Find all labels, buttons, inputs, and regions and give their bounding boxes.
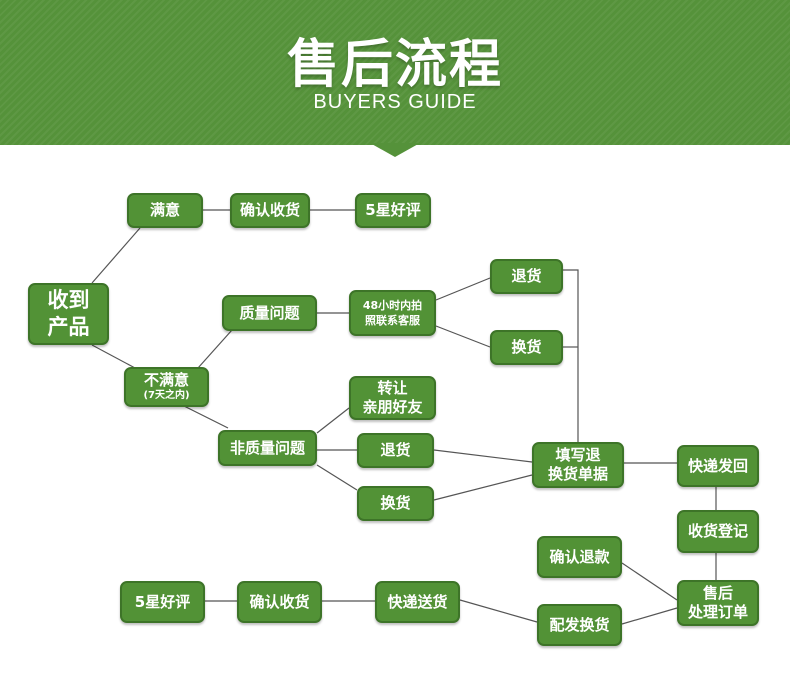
node-ship-exchange: 配发换货 bbox=[537, 604, 622, 646]
link-contact-exchange bbox=[435, 325, 491, 348]
node-satisfied: 满意 bbox=[127, 193, 203, 228]
node-quality-issue: 质量问题 bbox=[222, 295, 317, 331]
link-nonquality-transfer bbox=[316, 407, 350, 434]
link-nonquality-exchange bbox=[316, 464, 358, 491]
node-exchange-top: 换货 bbox=[490, 330, 563, 365]
link-unsatisfied-nonquality bbox=[179, 403, 229, 429]
node-express-return: 快递发回 bbox=[677, 445, 759, 487]
node-confirm-refund: 确认退款 bbox=[537, 536, 622, 578]
node-fill-return-form: 填写退 换货单据 bbox=[532, 442, 624, 488]
node-express-delivery: 快递送货 bbox=[375, 581, 460, 623]
link-return-fill bbox=[563, 269, 579, 446]
node-receive-product: 收到 产品 bbox=[28, 283, 109, 345]
banner-notch bbox=[370, 143, 420, 157]
link-contact-return bbox=[435, 277, 491, 301]
page-subtitle: BUYERS GUIDE bbox=[313, 91, 477, 113]
node-confirm-receipt-bottom: 确认收货 bbox=[237, 581, 322, 623]
node-five-star-top: 5星好评 bbox=[355, 193, 431, 228]
node-contact-support: 48小时内拍 照联系客服 bbox=[349, 290, 436, 336]
node-return-mid: 退货 bbox=[357, 433, 434, 468]
link-unsatisfied-quality bbox=[197, 329, 233, 369]
link-receive-satisfied bbox=[91, 227, 141, 284]
link-exchangemid-fill bbox=[433, 474, 533, 501]
link-shipexchange-expresssend bbox=[459, 599, 538, 623]
node-confirm-receipt-top: 确认收货 bbox=[230, 193, 310, 228]
link-shipexchange-aftersale bbox=[621, 607, 678, 625]
node-return-top: 退货 bbox=[490, 259, 563, 294]
node-unsatisfied: 不满意 (7天之内) bbox=[124, 367, 209, 407]
node-transfer-friends: 转让 亲朋好友 bbox=[349, 376, 436, 420]
header-banner: 售后流程 BUYERS GUIDE bbox=[0, 0, 790, 145]
link-returnmid-fill bbox=[433, 449, 533, 463]
node-five-star-bottom: 5星好评 bbox=[120, 581, 205, 623]
node-non-quality-issue: 非质量问题 bbox=[218, 430, 317, 466]
node-exchange-mid: 换货 bbox=[357, 486, 434, 521]
page-title: 售后流程 bbox=[286, 35, 503, 95]
link-receive-unsatisfied bbox=[91, 344, 136, 369]
link-refund-aftersale bbox=[621, 562, 678, 601]
node-after-sale-processing: 售后 处理订单 bbox=[677, 580, 759, 626]
node-receipt-register: 收货登记 bbox=[677, 510, 759, 553]
